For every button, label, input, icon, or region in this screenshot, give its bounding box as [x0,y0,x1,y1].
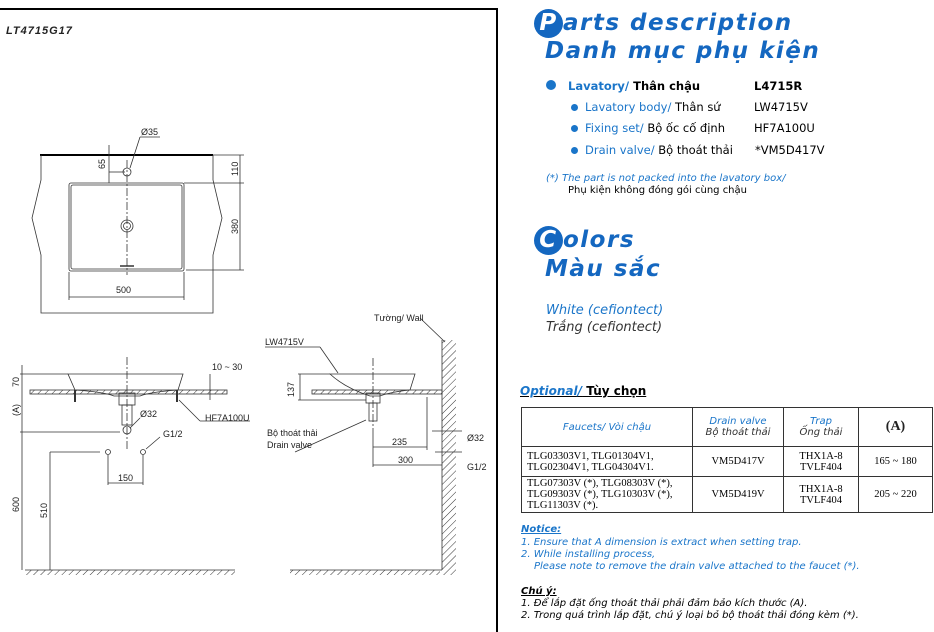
cell-faucets: TLG07303V (*), TLG08303V (*), TLG09303V … [521,476,693,513]
item-label-en: Lavatory body/ [585,100,672,114]
main-label-vn: Thân chậu [629,79,701,93]
header-a: (A) [858,407,933,447]
front-drain-dia: Ø32 [140,409,157,419]
header-faucets: Faucets/ Vòi chậu [521,407,693,447]
notice-title-vn: Chú ý: [521,586,557,597]
side-supply: G1/2 [467,462,487,472]
dim-70: 70 [11,377,21,387]
dim-65: 65 [97,159,107,169]
front-supply: G1/2 [163,429,183,439]
bullet-icon [571,104,578,111]
part-item: Drain valve/ Bộ thoát thải [571,143,733,157]
notice-line: Please note to remove the drain valve at… [534,561,860,572]
table-row: TLG07303V (*), TLG08303V (*), TLG09303V … [521,476,933,513]
optional-title: Optional/ Tùy chọn [520,384,646,398]
item-label-en: Drain valve/ [585,143,655,157]
trap-1: THX1A-8 [799,483,843,495]
dim-110: 110 [230,162,240,176]
item-label-vn: Bộ thoát thải [654,143,733,157]
dim-10-30: 10 ~ 30 [212,362,242,372]
cell-a: 205 ~ 220 [858,476,933,513]
drain-label-vn: Bộ thoát thải [267,428,318,438]
header-drain-vn: Bộ thoát thải [705,427,771,438]
notice-line: 2. While installing process, [521,549,656,560]
color-en: White (cefiontect) [546,303,664,318]
item-label-vn: Bộ ốc cố định [643,121,726,135]
cell-a: 165 ~ 180 [858,446,933,477]
notice-line-vn: 1. Để lắp đặt ống thoát thải phải đảm bả… [521,598,808,609]
item-code: LW4715V [754,100,808,114]
optional-title-en: Optional/ [520,384,583,398]
notice-line-vn: 2. Trong quá trình lắp đặt, chú ý loại b… [521,610,859,621]
dim-510: 510 [39,503,49,518]
dim-600: 600 [11,497,21,512]
notice-title: Notice: [521,524,562,535]
notice-line: 1. Ensure that A dimension is extract wh… [521,537,802,548]
table-row: TLG03303V1, TLG01304V1, TLG02304V1, TLG0… [521,446,933,477]
item-code: HF7A100U [754,121,815,135]
dim-500: 500 [116,285,131,295]
dim-300: 300 [398,455,413,465]
cell-drain: VM5D417V [692,446,784,477]
bullet-icon [571,147,578,154]
colors-title-vn: Màu sắc [545,256,662,282]
bullet-icon [546,80,556,90]
footnote-vn: Phụ kiện không đóng gói cùng chậu [568,185,747,196]
cell-drain: VM5D419V [692,476,784,513]
drawing-frame [0,8,498,632]
item-label-en: Fixing set/ [585,121,644,135]
title-initial-badge: P [534,9,563,38]
header-drain-en: Drain valve [709,416,767,427]
dim-380: 380 [230,219,240,234]
fixing-label: HF7A100U [205,413,250,423]
technical-drawing: LT4715G17 Ø35 65 110 380 500 [0,8,498,632]
dim-hole-dia: Ø35 [141,127,158,137]
dim-137: 137 [286,382,296,397]
parts-title-vn: Danh mục phụ kiện [545,38,821,64]
title-initial-badge: C [534,226,563,255]
item-code: *VM5D417V [755,143,825,157]
dim-235: 235 [392,437,407,447]
optional-title-vn: Tùy chọn [582,384,647,398]
main-label-en: Lavatory/ [568,79,630,93]
main-code: L4715R [754,79,803,93]
parts-main-row: Lavatory/ Thân chậu [546,79,700,93]
top-view [31,136,244,314]
drain-label-en: Drain valve [267,440,312,450]
wall-label: Tường/ Wall [374,313,424,323]
trap-2: TVLF404 [800,494,842,506]
item-label-vn: Thân sứ [671,100,721,114]
trap-1: THX1A-8 [799,450,843,462]
model-number: LT4715G17 [6,25,73,37]
header-trap-vn: Ống thải [799,427,843,438]
part-item: Lavatory body/ Thân sứ [571,100,721,114]
side-drain-dia: Ø32 [467,433,484,443]
header-trap-en: Trap [810,416,832,427]
part-item: Fixing set/ Bộ ốc cố định [571,121,725,135]
trap-2: TVLF404 [800,461,842,473]
colors-title-text: olors [563,227,636,253]
front-view [20,357,250,575]
body-label: LW4715V [265,337,304,347]
side-view [265,317,462,575]
dim-150: 150 [118,473,133,483]
bullet-icon [571,125,578,132]
cell-faucets: TLG03303V1, TLG01304V1, TLG02304V1, TLG0… [521,446,693,477]
parts-title-text: arts description [563,10,793,36]
footnote-en: (*) The part is not packed into the lava… [546,173,786,184]
color-vn: Trắng (cefiontect) [546,320,663,335]
dim-a: (A) [11,404,21,416]
